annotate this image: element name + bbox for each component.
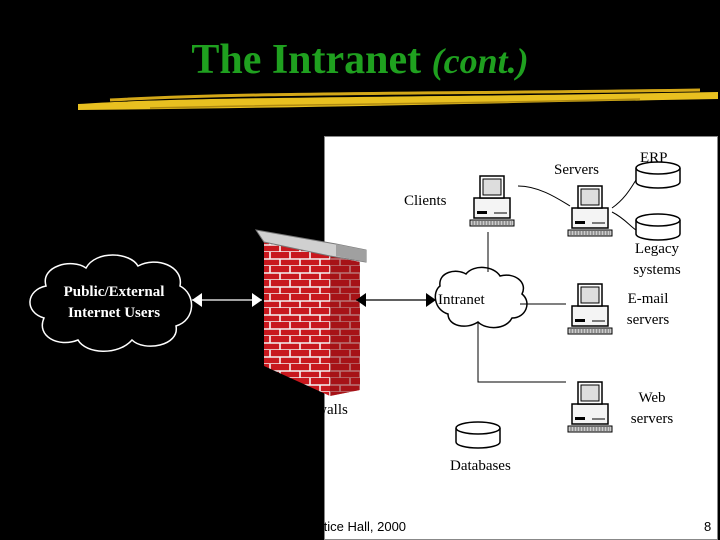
- copyright-footer: © Prentice Hall, 2000: [283, 519, 407, 534]
- arrow-firewall-intranet: [356, 293, 436, 307]
- label-email: E-mail servers: [626, 291, 670, 328]
- page-number: 8: [704, 519, 712, 534]
- title-main: The Intranet: [191, 37, 422, 83]
- network-lines: [477, 179, 637, 383]
- label-firewalls: Firewalls: [292, 402, 348, 418]
- label-databases: Databases: [450, 458, 511, 474]
- label-legacy: Legacy systems: [633, 241, 681, 278]
- arrow-cloud-firewall: [192, 293, 262, 307]
- web-server-icon: [567, 381, 613, 433]
- label-servers: Servers: [554, 162, 599, 178]
- label-clients: Clients: [404, 193, 447, 209]
- diagram-panel: [324, 136, 718, 540]
- label-erp: ERP: [640, 150, 668, 166]
- databases-icon: [455, 421, 501, 449]
- label-public-users: Public/External Internet Users: [63, 284, 165, 321]
- label-intranet: Intranet: [438, 292, 485, 308]
- label-web: Web servers: [630, 390, 674, 427]
- server-computer-icon: [567, 185, 613, 237]
- firewall-wall: [254, 229, 367, 396]
- intranet-cloud: [434, 266, 528, 329]
- legacy-database-icon: [635, 213, 681, 241]
- email-server-icon: [567, 283, 613, 335]
- client-computer-icon: [469, 175, 515, 227]
- slide-title: The Intranet (cont.): [0, 36, 720, 84]
- title-underline: [78, 88, 718, 110]
- public-cloud: [29, 254, 193, 352]
- title-sub: (cont.): [431, 41, 529, 81]
